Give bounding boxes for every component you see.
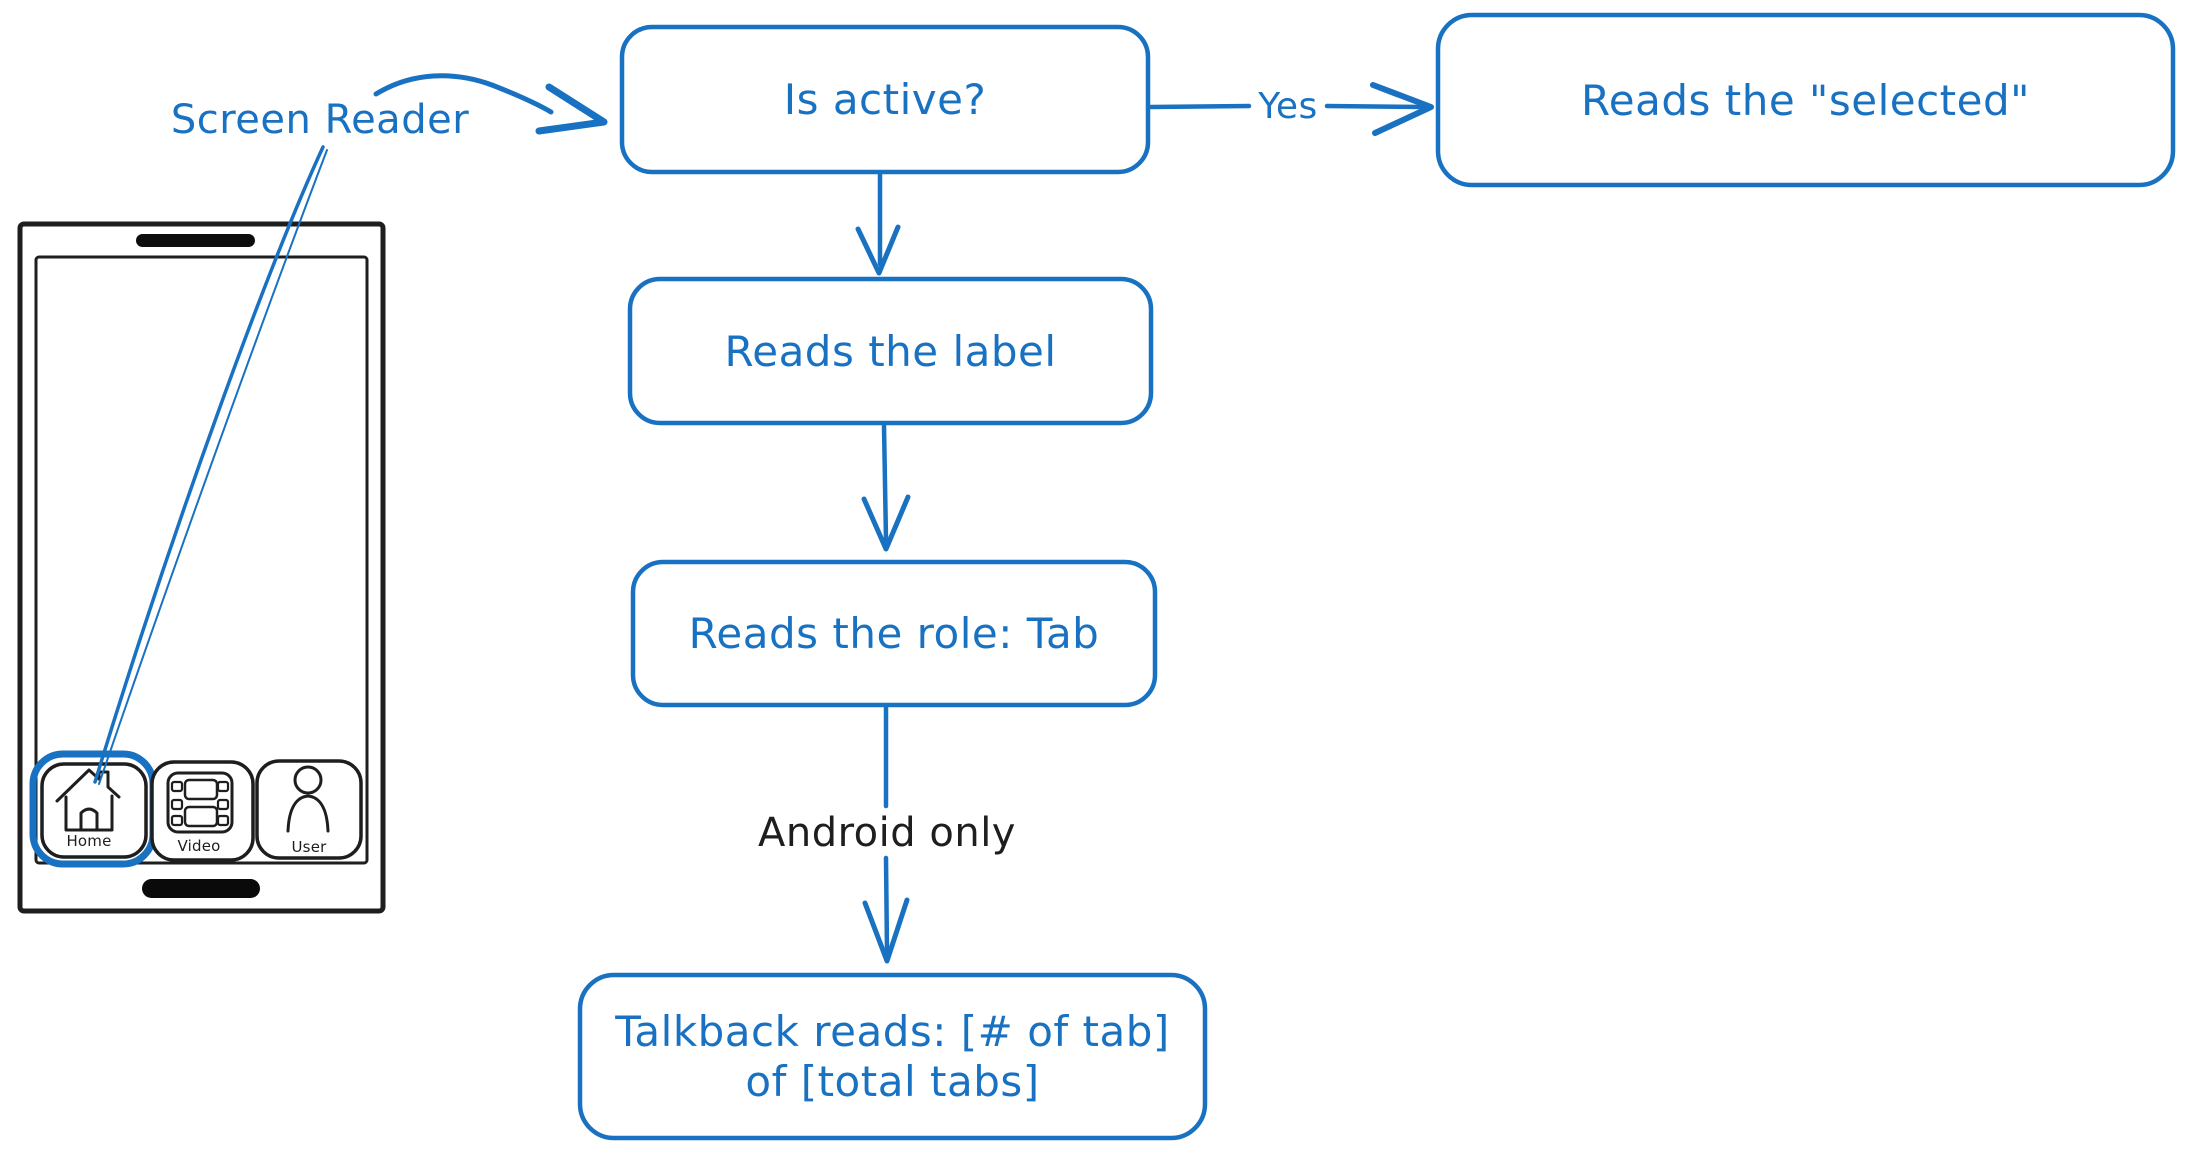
phone-speaker [136,234,255,247]
tab-user[interactable] [255,759,363,860]
phone-frame [17,221,386,914]
arrow-screen-reader-to-is-active [373,73,608,135]
arrow-is-active-to-reads-label [855,172,901,276]
phone-tab-bar [29,750,363,868]
user-icon [286,765,330,833]
arrow-yes [1148,82,1434,136]
arrow-reads-role-to-talkback [862,705,910,964]
phone-home-indicator [142,879,260,898]
tab-video[interactable] [150,760,255,862]
tab-home[interactable] [29,750,157,868]
flowchart-nodes [577,12,2176,1141]
video-icon [166,771,234,834]
phone-screen [34,255,369,865]
tab-user-button[interactable] [255,759,363,860]
node-reads-role[interactable] [630,559,1158,708]
phone-mockup [17,221,386,914]
line-screen-reader-to-home-tab [93,145,328,785]
flowchart-arrows [93,73,1434,964]
node-reads-selected[interactable] [1435,12,2176,188]
node-is-active[interactable] [619,24,1151,175]
node-reads-label[interactable] [627,276,1154,426]
arrow-reads-label-to-reads-role [861,423,911,552]
node-talkback[interactable] [577,972,1208,1141]
